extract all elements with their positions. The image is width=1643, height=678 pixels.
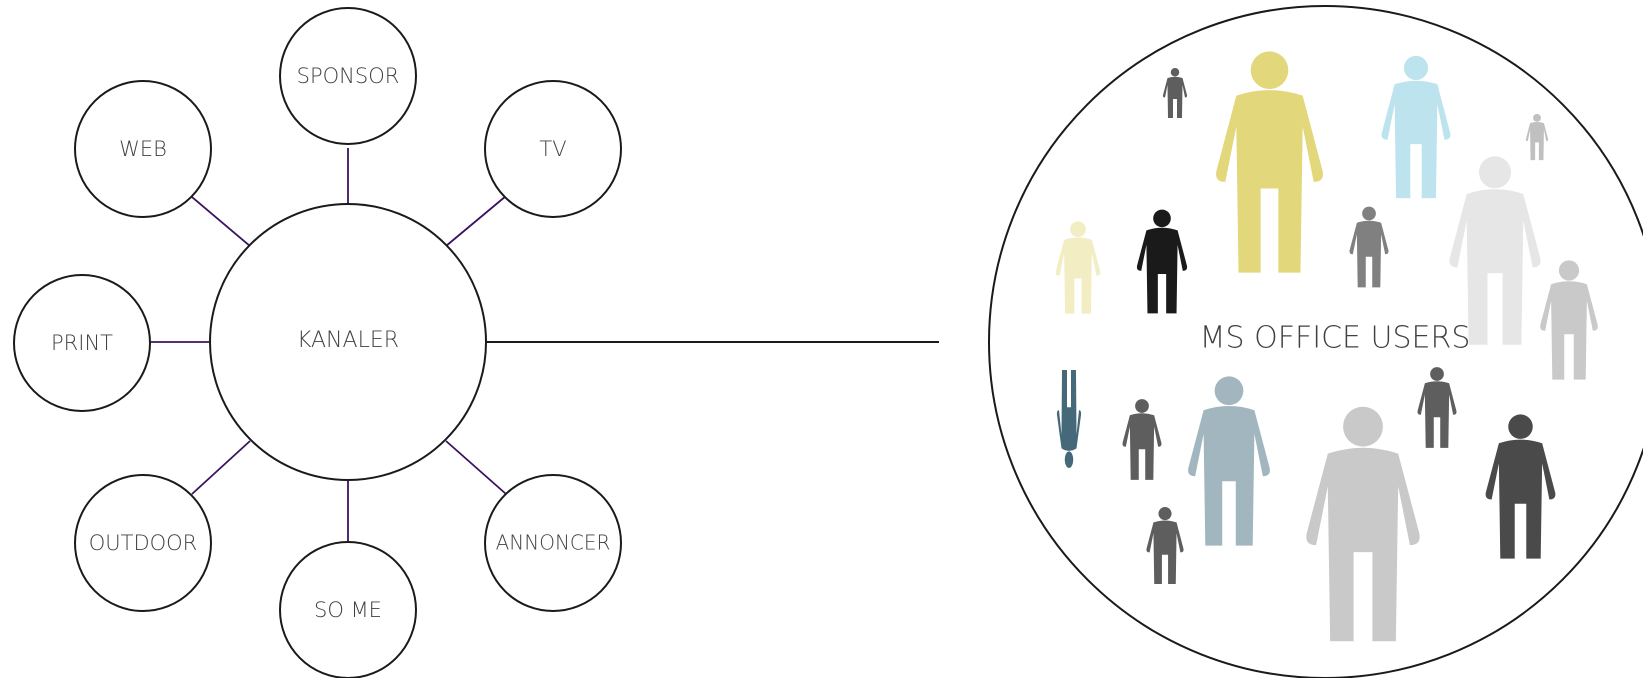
channel-nodes: SPONSOR WEB TV PRINT OUTDOOR SO ME ANNON… <box>13 7 622 678</box>
channel-node-annoncer: ANNONCER <box>484 474 622 612</box>
hub-circle <box>209 203 487 481</box>
channel-circle <box>279 541 417 678</box>
spoke-annoncer <box>445 440 507 495</box>
spoke-web <box>191 196 251 247</box>
channel-node-some: SO ME <box>279 541 417 678</box>
channel-label-print: PRINT <box>51 331 113 355</box>
spokes <box>150 148 507 542</box>
channel-circle <box>279 7 417 145</box>
channel-node-outdoor: OUTDOOR <box>74 474 212 612</box>
channel-label-sponsor: SPONSOR <box>297 64 400 88</box>
channel-label-outdoor: OUTDOOR <box>89 531 198 555</box>
channel-circle <box>484 474 622 612</box>
channel-node-tv: TV <box>484 80 622 218</box>
spoke-outdoor <box>191 440 251 495</box>
hub-node: KANALER <box>209 203 487 481</box>
audience-label: MS OFFICE USERS <box>1200 321 1471 356</box>
channel-node-web: WEB <box>74 80 212 218</box>
channel-label-annoncer: ANNONCER <box>496 531 611 555</box>
channel-circle <box>484 80 622 218</box>
audience-node: MS OFFICE USERS <box>988 5 1643 678</box>
channel-circle <box>74 474 212 612</box>
channel-node-print: PRINT <box>13 274 151 412</box>
channel-node-sponsor: SPONSOR <box>279 7 417 145</box>
hub-label: KANALER <box>297 328 399 353</box>
channel-circle <box>13 274 151 412</box>
channel-label-web: WEB <box>119 137 167 161</box>
channel-label-some: SO ME <box>314 598 382 622</box>
channel-label-tv: TV <box>539 137 566 161</box>
spoke-tv <box>445 195 507 247</box>
channel-circle <box>74 80 212 218</box>
